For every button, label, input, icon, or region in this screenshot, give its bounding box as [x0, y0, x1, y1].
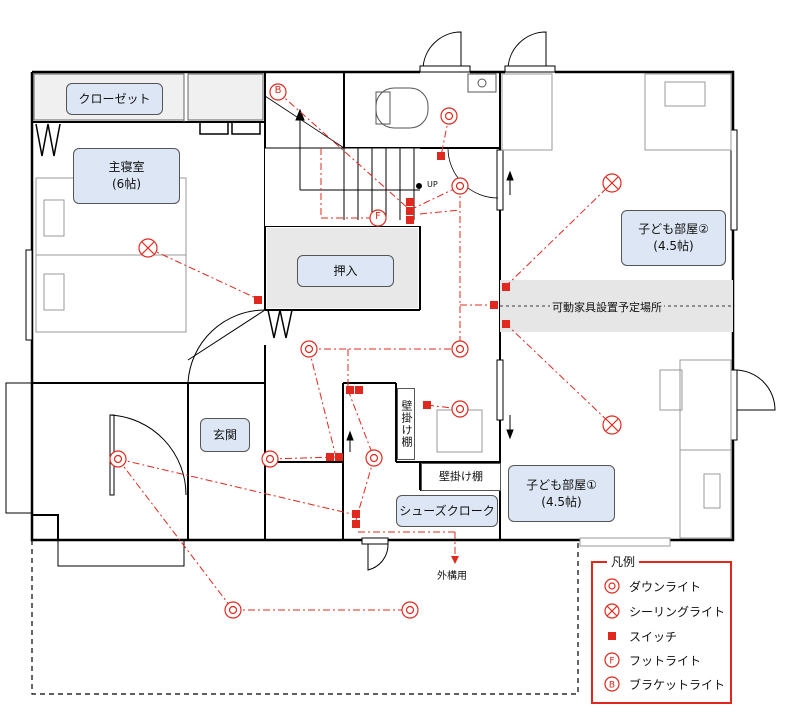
- left-fixtures: [5, 382, 185, 567]
- kids-room-2-furniture: [501, 73, 732, 151]
- switch: [326, 453, 334, 461]
- switch: [502, 320, 510, 328]
- legend-title: 凡例: [607, 553, 640, 570]
- exterior-area-outline: [31, 540, 579, 695]
- ceiling-light: [138, 238, 158, 258]
- foot-light-letter: F: [375, 211, 381, 222]
- downlight: [401, 601, 419, 619]
- switch: [254, 296, 262, 304]
- stairs: [264, 95, 422, 226]
- downlight: [365, 449, 383, 467]
- oshiire-label: 押入: [297, 255, 394, 287]
- ceiling-light-icon: [604, 603, 620, 619]
- legend-foot-light-label: フットライト: [629, 653, 702, 668]
- switch: [423, 401, 431, 409]
- master-bedroom-name: 主寝室: [108, 160, 145, 174]
- downlight: [451, 400, 469, 418]
- downlight: [440, 107, 458, 125]
- up-label: UP: [427, 180, 438, 189]
- downlight: [261, 450, 279, 468]
- switches: [254, 152, 510, 528]
- switch: [490, 301, 498, 309]
- kids-room-1-name: 子ども部屋①: [526, 477, 597, 492]
- closet-label-text: クローゼット: [78, 91, 151, 106]
- balcony-doors: [419, 31, 556, 73]
- kids-room-1-label: 子ども部屋① (4.5帖): [508, 465, 615, 522]
- genkan-label: 玄関: [200, 418, 250, 452]
- switch: [406, 216, 414, 224]
- bracket-light-letter: B: [274, 85, 282, 96]
- legend-downlight: ダウンライト: [601, 577, 701, 595]
- switch-icon: [608, 632, 616, 640]
- master-bedroom-label: 主寝室 (6帖): [73, 148, 180, 204]
- legend-switch: スイッチ: [601, 627, 677, 645]
- kids-room-2-name: 子ども部屋②: [638, 222, 709, 236]
- exterior-label: 外構用: [437, 571, 467, 582]
- switch: [352, 520, 360, 528]
- switch: [335, 453, 343, 461]
- kids-room-2-label: 子ども部屋② (4.5帖): [621, 210, 726, 266]
- exterior-arrow: [451, 556, 459, 564]
- foot-light: [369, 209, 387, 227]
- legend-bracket-light-label: ブラケットライト: [629, 677, 726, 692]
- folding-doors: [35, 121, 293, 339]
- genkan-label-text: 玄関: [212, 427, 237, 442]
- wiring-lines: [117, 91, 613, 611]
- legend-downlight-label: ダウンライト: [629, 579, 702, 594]
- wall-shelf-vertical-label: 壁掛け棚: [397, 388, 415, 460]
- switch: [355, 386, 363, 394]
- wall-shelf-horizontal-label: 壁掛け棚: [421, 463, 501, 491]
- bedroom-door: [187, 309, 266, 384]
- bracket-light-icon-letter: B: [609, 681, 615, 691]
- switch: [406, 207, 414, 215]
- oshiire-label-text: 押入: [333, 263, 358, 278]
- legend-bracket-light: B ブラケットライト: [601, 675, 725, 693]
- movable-furniture-label: 可動家具設置予定場所: [550, 299, 664, 315]
- downlight-icon: [604, 578, 620, 594]
- downlight: [451, 177, 469, 195]
- legend: 凡例 ダウンライト シーリングライト スイッチ F フットライト B: [591, 553, 732, 704]
- downlight: [451, 340, 469, 358]
- switch: [502, 283, 510, 291]
- switch: [346, 386, 354, 394]
- ceiling-lights: [138, 173, 622, 435]
- kids-room-1-size: (4.5帖): [541, 494, 582, 509]
- shoes-cloak-label: シューズクローク: [396, 495, 498, 527]
- downlight: [109, 450, 127, 468]
- switch: [406, 198, 414, 206]
- switch: [437, 152, 445, 160]
- right-door: [25, 129, 776, 441]
- toilet: [375, 73, 497, 129]
- foot-light-icon-letter: F: [609, 657, 614, 667]
- ceiling-light: [602, 415, 622, 435]
- downlight: [300, 340, 318, 358]
- kids-room-2-size: (4.5帖): [653, 239, 694, 253]
- ceiling-light: [602, 173, 622, 193]
- bracket-light-icon: B: [604, 676, 620, 692]
- legend-ceiling-light-label: シーリングライト: [629, 604, 726, 619]
- shoes-cloak-label-text: シューズクローク: [399, 503, 495, 518]
- foot-light-icon: F: [604, 652, 620, 668]
- downlights: [109, 107, 469, 619]
- switch: [352, 510, 360, 518]
- bracket-light: [269, 83, 287, 101]
- service-door: [361, 537, 389, 571]
- closet-label: クローゼット: [66, 83, 163, 115]
- legend-foot-light: F フットライト: [601, 651, 701, 669]
- master-bedroom-size: (6帖): [112, 177, 141, 191]
- legend-switch-label: スイッチ: [629, 629, 678, 644]
- legend-ceiling-light: シーリングライト: [601, 602, 725, 620]
- downlight: [224, 601, 242, 619]
